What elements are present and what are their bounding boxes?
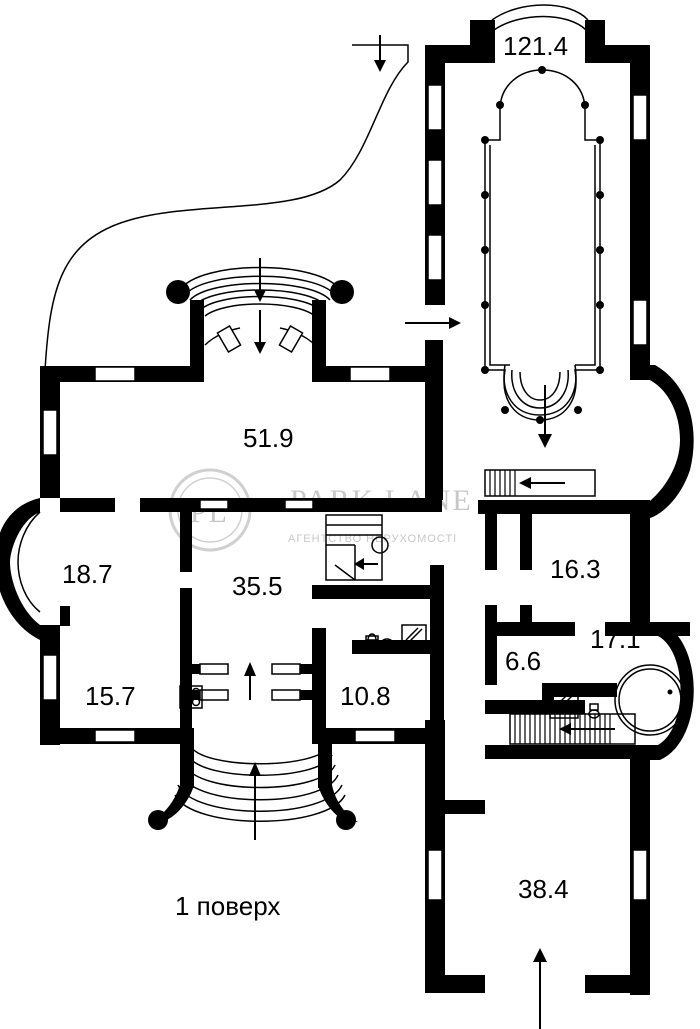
arrow-icon <box>374 35 552 448</box>
floor-label: 1 поверх <box>175 891 280 921</box>
left-windows <box>42 366 396 743</box>
arrow-icon <box>533 948 547 1029</box>
room-area-label: 38.4 <box>518 874 569 904</box>
room-area-label: 121.4 <box>503 31 568 61</box>
bottom-entrance-stairs <box>148 744 358 830</box>
room-area-label: 35.5 <box>232 571 283 601</box>
shower-icon <box>401 624 427 650</box>
room-area-label: 16.3 <box>550 554 601 584</box>
left-bay-window <box>0 498 41 640</box>
room-area-label: 10.8 <box>340 681 391 711</box>
right-windows <box>427 84 648 901</box>
toilet-icon <box>365 633 393 647</box>
stairs-icon <box>509 713 636 745</box>
room-labels: 51.9 121.4 18.7 35.5 15.7 10.8 16.3 6.6 … <box>62 31 641 921</box>
bathtub-icon <box>614 664 686 736</box>
watermark-sub: АГЕНТСТВО НЕРУХОМОСТІ <box>288 533 457 545</box>
stairs-icon <box>325 514 389 581</box>
room-area-label: 17.1 <box>590 624 641 654</box>
room-area-label: 6.6 <box>505 646 541 676</box>
toilet-icon <box>588 703 600 719</box>
arrow-icon <box>254 258 266 354</box>
entrance-path-outline <box>44 44 409 371</box>
shower-icon <box>549 689 579 719</box>
pool <box>481 66 604 424</box>
stove-icon <box>179 685 203 709</box>
stairs-icon <box>484 469 596 497</box>
arrow-icon <box>244 662 261 840</box>
room-area-label: 51.9 <box>243 423 294 453</box>
room-area-label: 15.7 <box>85 681 136 711</box>
room-area-label: 18.7 <box>62 559 113 589</box>
